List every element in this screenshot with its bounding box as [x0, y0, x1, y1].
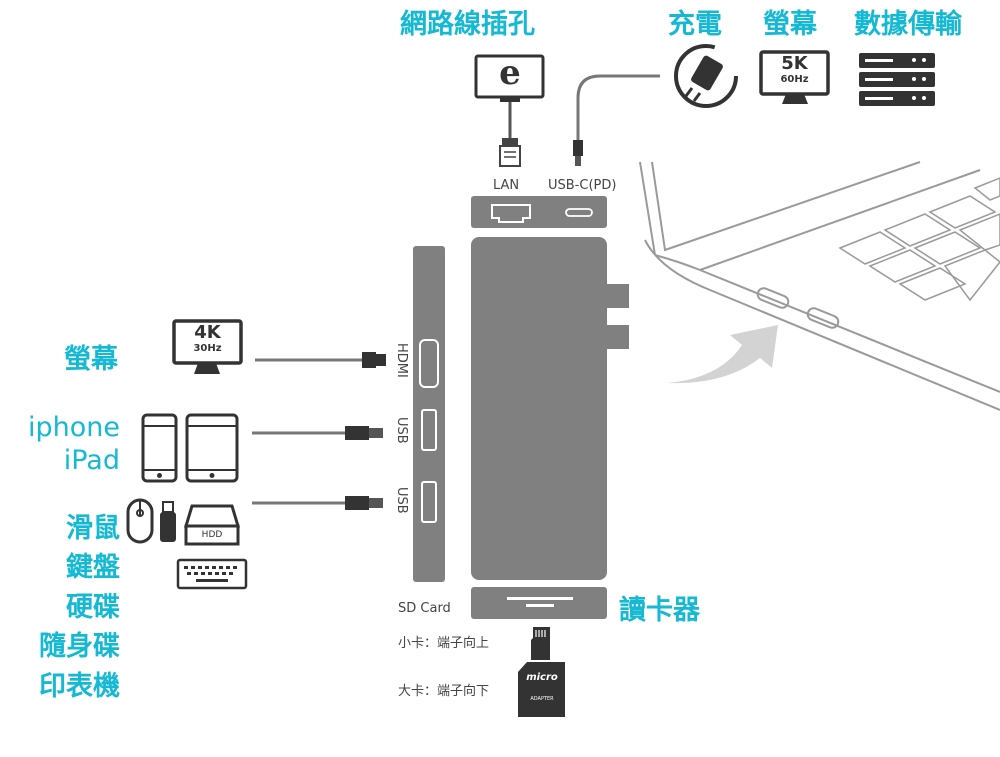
lan-logo-text: e: [499, 53, 521, 93]
hub-body: [471, 237, 607, 580]
iphone-icon: [141, 413, 178, 483]
port-label-usb-1: USB: [394, 417, 409, 444]
monitor-5k-icon: [759, 50, 830, 104]
monitor-4k-icon: [172, 319, 243, 374]
monitor-4k-res: 4K: [194, 322, 221, 343]
microsd-card-icon: [531, 627, 550, 660]
hdmi-port-icon: [419, 339, 439, 388]
cable-usb-2: [252, 496, 383, 510]
hdd-icon: [183, 504, 241, 546]
hdd-text: HDD: [201, 530, 223, 540]
port-label-hdmi: HDMI: [394, 343, 409, 378]
lan-computer-icon: [474, 54, 545, 102]
label-mouse: 滑鼠: [66, 513, 120, 544]
note-small-card: 小卡：端子向上: [398, 636, 490, 651]
label-ipad: iPad: [63, 445, 120, 476]
label-iphone: iphone: [28, 412, 120, 443]
microsd-adapter-icon: [518, 662, 565, 717]
keyboard-icon: [176, 558, 248, 590]
charger-icon: [674, 44, 738, 108]
label-hard-disk: 硬碟: [66, 592, 120, 623]
port-label-lan: LAN: [493, 178, 520, 193]
label-flash-drive: 隨身碟: [39, 631, 120, 662]
usb-port-icon-1: [421, 409, 437, 451]
flash-drive-icon: [160, 501, 176, 542]
port-label-usb-2: USB: [394, 487, 409, 514]
cable-lan: [499, 100, 521, 167]
lan-port-icon: [491, 204, 531, 223]
monitor-5k-res: 5K: [781, 53, 808, 74]
port-label-sd: SD Card: [398, 601, 451, 616]
microsd-adapter-text: ADAPTER: [530, 696, 554, 702]
port-label-usbc: USB-C(PD): [548, 178, 617, 193]
cable-usb-1: [252, 426, 383, 440]
label-data-transfer: 數據傳輸: [854, 9, 962, 40]
label-lan-port: 網路線插孔: [400, 9, 535, 40]
sd-slot-icon: [507, 597, 573, 600]
mouse-icon: [126, 498, 154, 544]
ipad-icon: [185, 413, 239, 483]
keyboard-keys: [838, 177, 1000, 302]
label-charging: 充電: [668, 9, 722, 40]
insert-arrow-icon: [668, 325, 778, 384]
label-keyboard: 鍵盤: [66, 552, 120, 583]
hub-plug-upper: [607, 284, 629, 308]
note-large-card: 大卡：端子向下: [398, 684, 490, 699]
hub-plug-lower: [607, 325, 629, 349]
label-printer: 印表機: [39, 671, 120, 702]
monitor-5k-hz: 60Hz: [780, 74, 809, 85]
microsd-slot-icon: [526, 604, 554, 607]
usb-port-icon-2: [421, 481, 437, 523]
laptop-outline: [639, 161, 1000, 411]
label-card-reader: 讀卡器: [619, 595, 700, 626]
label-monitor-left: 螢幕: [64, 344, 118, 375]
monitor-4k-hz: 30Hz: [193, 343, 222, 354]
microsd-logo-text: micro: [526, 672, 558, 683]
usbc-port-icon: [565, 208, 593, 217]
server-icon: [859, 53, 935, 106]
label-monitor-top: 螢幕: [763, 9, 817, 40]
cable-usbc: [573, 74, 660, 166]
hub-side-strip: [413, 246, 445, 582]
cable-hdmi: [255, 352, 386, 368]
hub-sd-strip: [471, 587, 607, 619]
